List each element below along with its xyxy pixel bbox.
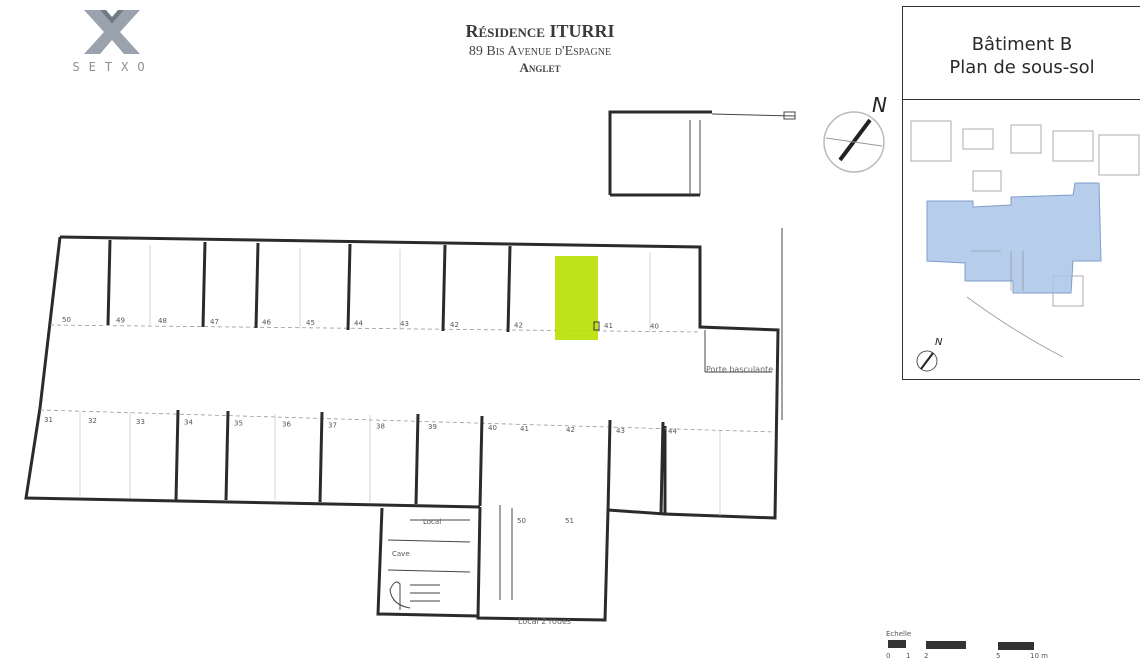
key-plan-divider <box>903 99 1140 100</box>
key-plan-title: Bâtiment B Plan de sous-sol <box>903 33 1140 79</box>
stair-icon <box>389 581 440 610</box>
ramp-spot-label: 50 <box>517 517 526 525</box>
parking-spot-number: 50 <box>62 316 71 324</box>
key-plan-highlight <box>926 182 1102 294</box>
key-plan-panel: Bâtiment B Plan de sous-sol N <box>902 6 1140 380</box>
parking-spot-number: 33 <box>136 418 145 426</box>
ramp-spot-label: 51 <box>565 517 574 525</box>
residence-city: Anglet <box>519 60 561 75</box>
outer-wall <box>59 235 780 520</box>
residence-title: Résidence ITURRI <box>465 21 615 41</box>
parking-spot-number: 36 <box>282 421 291 429</box>
parking-spot-number: 41 <box>520 425 529 433</box>
scale-tick-label: 10 m <box>1030 652 1048 660</box>
logo-wordmark: SETXO <box>72 60 154 74</box>
parking-spot-number: 34 <box>184 419 193 427</box>
logo-x-icon <box>84 10 140 54</box>
plan-type-label: Plan de sous-sol <box>949 57 1095 78</box>
parking-spot-number: 42 <box>514 321 523 329</box>
stair-wall <box>376 507 479 618</box>
parking-spot-number: 38 <box>376 422 385 430</box>
key-plan-thumbnail: N <box>910 120 1140 372</box>
scale-bar: Echelle 0 1 2 5 10 m <box>886 630 1048 660</box>
parking-spot-number: 41 <box>604 322 613 330</box>
highlighted-parking-spot <box>555 256 598 340</box>
parking-spot-number: 43 <box>616 427 625 435</box>
parking-spot-number: 42 <box>450 321 459 329</box>
parking-spot-number: 42 <box>566 426 575 434</box>
parking-spot-number: 47 <box>210 318 219 326</box>
outer-wall <box>24 236 481 509</box>
parking-spot-number: 49 <box>116 317 125 325</box>
north-compass-icon: N <box>823 93 887 173</box>
parking-spot-number: 35 <box>234 420 243 428</box>
local-label: Local <box>423 518 441 526</box>
scale-label: Echelle <box>886 630 911 638</box>
residence-address: 89 Bis Avenue d'Espagne <box>468 43 612 59</box>
parking-spot-number: 37 <box>328 421 337 429</box>
parking-spot-number: 48 <box>158 317 167 325</box>
scale-tick-label: 0 <box>886 652 890 660</box>
cave-label: Cave <box>392 550 410 558</box>
local-2-roues-label: Local 2 roues <box>518 617 571 626</box>
parking-spot-number: 44 <box>354 320 363 328</box>
title-block: Résidence ITURRI 89 Bis Avenue d'Espagne… <box>380 20 700 76</box>
scale-tick-label: 1 <box>906 652 910 660</box>
parking-spot-number: 44 <box>668 428 677 436</box>
parking-spot-number: 43 <box>400 320 409 328</box>
outer-wall <box>476 506 666 622</box>
svg-text:N: N <box>935 337 943 348</box>
porte-basculante-label: Porte basculante <box>706 365 773 374</box>
parking-spot-number: 39 <box>428 423 437 431</box>
parking-spot-number: 40 <box>488 424 497 432</box>
annex-wall <box>608 110 712 195</box>
parking-spot-number: 31 <box>44 416 53 424</box>
scale-tick-label: 5 <box>996 652 1000 660</box>
scale-tick-label: 2 <box>924 652 928 660</box>
parking-spot-number: 46 <box>262 318 271 326</box>
parking-spot-number: 32 <box>88 417 97 425</box>
key-plan-north-icon: N <box>916 337 943 372</box>
compass-north-label: N <box>872 93 887 117</box>
parking-spot-number: 40 <box>650 323 659 331</box>
building-label: Bâtiment B <box>971 34 1073 55</box>
parking-spot-number: 45 <box>306 319 315 327</box>
